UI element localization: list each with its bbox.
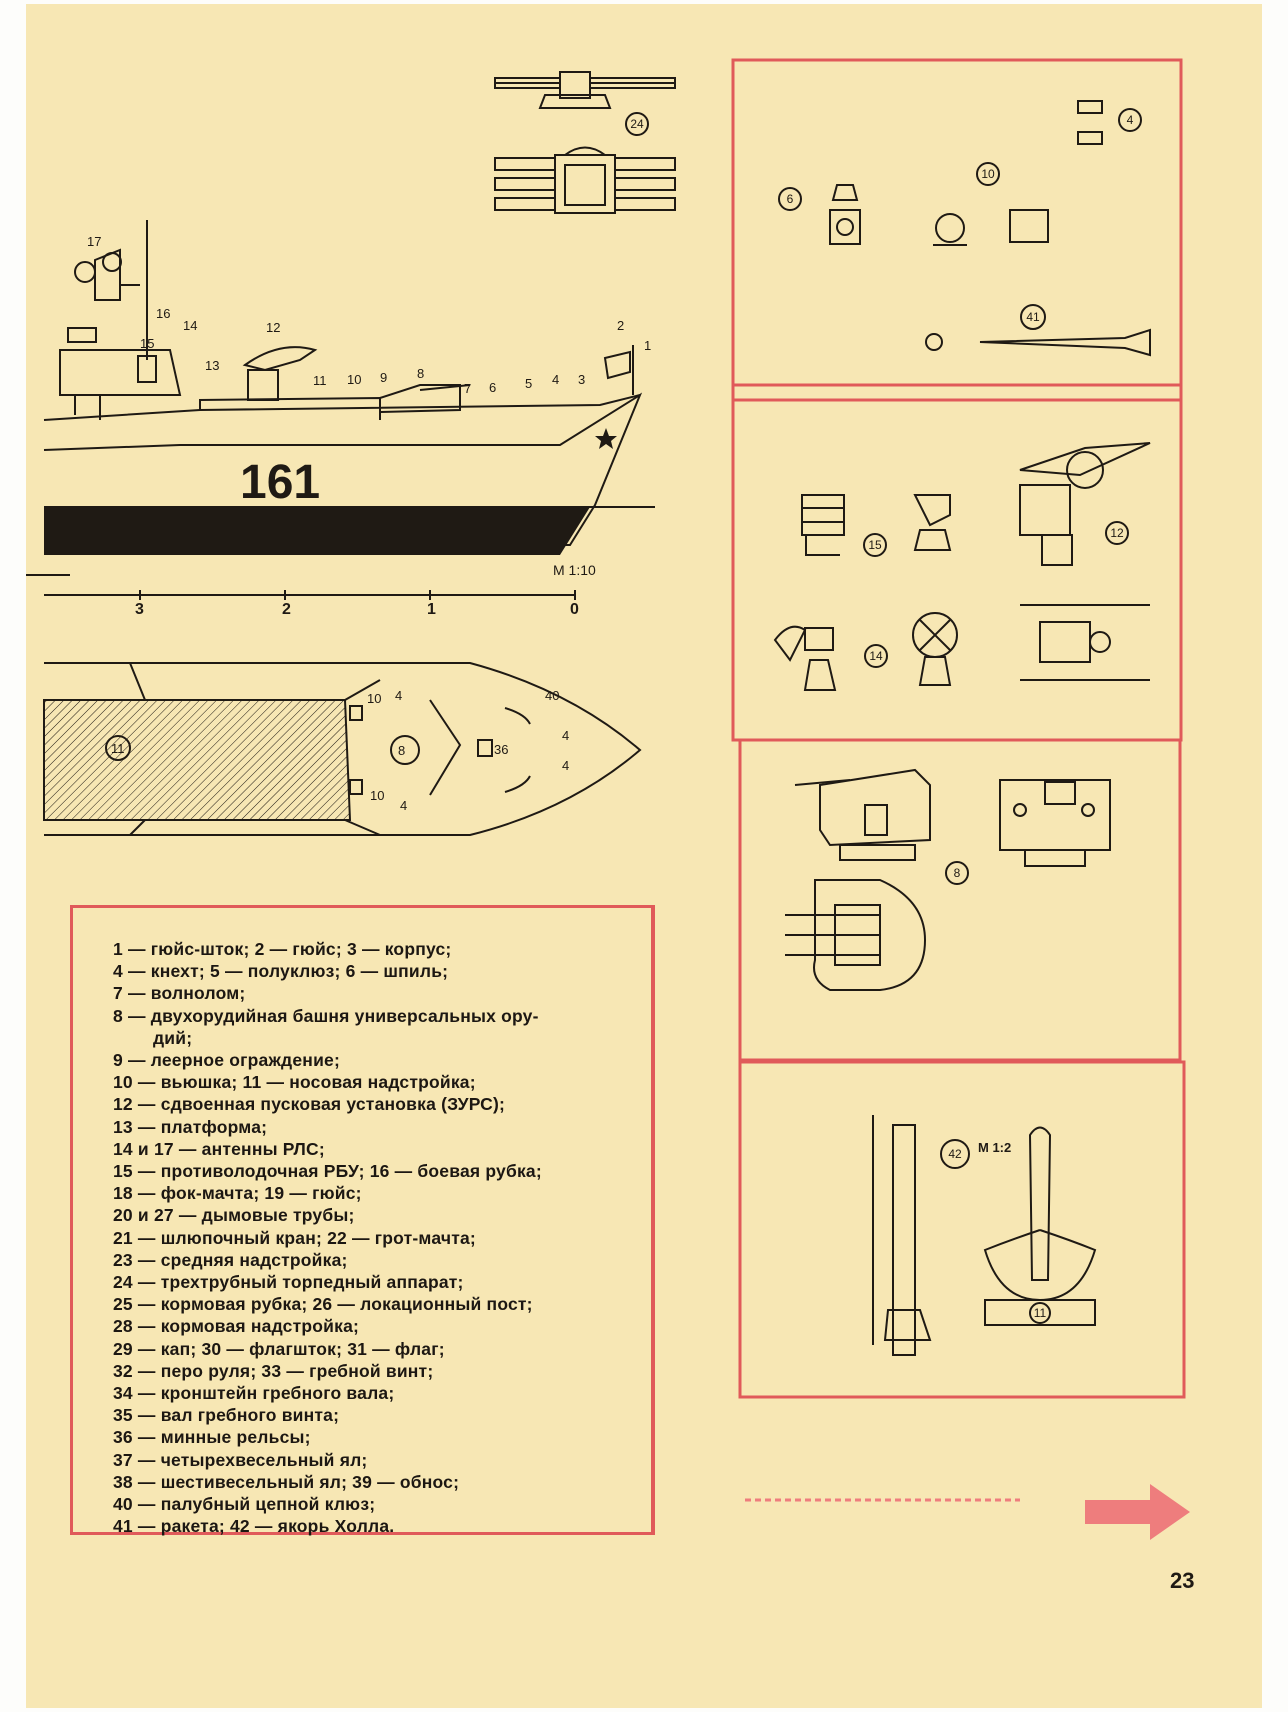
scale-tick-label: 3 <box>135 601 144 618</box>
detail-gun-turret <box>785 768 1111 991</box>
legend-item: 38 — шестивесельный ял; 39 — обнос; <box>113 1471 460 1492</box>
scale-tick-label: 1 <box>427 601 436 618</box>
legend-item: 41 — ракета; 42 — якорь Холла. <box>113 1516 395 1537</box>
callout: 10 <box>367 691 381 706</box>
legend-box: 1 — гюйс-шток; 2 — гюйс; 3 — корпус; 4 —… <box>70 905 655 1537</box>
callout: 1 <box>644 338 651 353</box>
callout: 5 <box>525 376 532 391</box>
legend-item: 13 — платформа; <box>113 1116 268 1137</box>
scale-tick-label: 0 <box>570 601 579 618</box>
legend-item: 35 — вал гребного винта; <box>113 1405 340 1426</box>
callout: 10 <box>370 788 384 803</box>
scale-tick-label: 2 <box>282 601 291 618</box>
legend-item: 18 — фок-мачта; 19 — гюйс; <box>113 1183 362 1204</box>
legend-item: 29 — кап; 30 — флагшток; 31 — флаг; <box>113 1338 445 1359</box>
callout: 40 <box>545 688 559 703</box>
callout: 4 <box>1127 113 1134 127</box>
callout: 7 <box>464 381 471 396</box>
detail-launcher <box>1019 442 1151 681</box>
legend-item: 9 — леерное ограждение; <box>113 1050 340 1071</box>
scale-label: М 1:10 <box>553 562 596 578</box>
detail-capstan <box>778 184 861 245</box>
torpedo-tube-plan-view <box>494 146 676 214</box>
legend-list: 1 — гюйс-шток; 2 — гюйс; 3 — корпус; 4 —… <box>73 908 651 1537</box>
legend-item: 4 — кнехт; 5 — полуклюз; 6 — шпиль; <box>113 961 449 982</box>
callout: 8 <box>398 743 405 758</box>
callout: 12 <box>1110 526 1124 540</box>
callout: 6 <box>787 192 794 206</box>
legend-item: 7 — волнолом; <box>113 983 246 1004</box>
callout: 11 <box>1034 1306 1047 1320</box>
callout: 15 <box>868 538 882 552</box>
detail-frame <box>731 58 1186 1399</box>
callout: 24 <box>630 117 644 131</box>
legend-item: 25 — кормовая рубка; 26 — локационный по… <box>113 1294 533 1315</box>
callout: 2 <box>617 318 624 333</box>
scale-bar <box>44 590 576 600</box>
legend-item: 12 — сдвоенная пусковая установка (ЗУРС)… <box>113 1094 506 1115</box>
ship-side-profile <box>26 220 655 576</box>
callout: 4 <box>400 798 407 813</box>
callout: 8 <box>417 366 424 381</box>
callout: 4 <box>562 728 569 743</box>
hull-number: 161 <box>240 456 320 509</box>
arrow-icon <box>1085 1484 1190 1540</box>
callout: 10 <box>347 372 361 387</box>
torpedo-tube-side-view <box>494 71 676 109</box>
callout: 14 <box>869 649 883 663</box>
legend-item: 28 — кормовая надстройка; <box>113 1316 360 1337</box>
legend-item: 34 — кронштейн гребного вала; <box>113 1383 395 1404</box>
callout: 6 <box>489 380 496 395</box>
detail-radar <box>773 612 958 691</box>
callout: 4 <box>395 688 402 703</box>
callout-24-circle <box>625 112 649 136</box>
legend-item: 32 — перо руля; 33 — гребной винт; <box>113 1360 434 1381</box>
legend-item: 37 — четырехвесельный ял; <box>113 1449 368 1470</box>
legend-item: 23 — средняя надстройка; <box>113 1249 348 1270</box>
callout: 14 <box>183 318 197 333</box>
callout: 16 <box>156 306 170 321</box>
callout: 3 <box>578 372 585 387</box>
callout: 8 <box>954 866 961 880</box>
callout: 9 <box>380 370 387 385</box>
detail-missile <box>925 304 1151 357</box>
callout: 17 <box>87 234 101 249</box>
callout: 12 <box>266 320 280 335</box>
callout: 42 <box>948 1147 962 1161</box>
legend-item: 36 — минные рельсы; <box>113 1427 311 1448</box>
legend-item: 20 и 27 — дымовые трубы; <box>113 1205 355 1226</box>
callout: 4 <box>562 758 569 773</box>
legend-item: 21 — шлюпочный кран; 22 — грот-мачта; <box>113 1227 476 1248</box>
magazine-page <box>26 4 1262 1708</box>
anchor-scale-label: М 1:2 <box>978 1140 1011 1155</box>
callout: 11 <box>111 741 125 756</box>
callout: 15 <box>140 336 154 351</box>
legend-item: 40 — палубный цепной клюз; <box>113 1494 376 1515</box>
detail-rbu <box>801 494 952 557</box>
detail-bollards <box>1077 100 1142 145</box>
legend-item: 10 — вьюшка; 11 — носовая надстройка; <box>113 1072 476 1093</box>
callout: 41 <box>1026 310 1040 324</box>
legend-item: дий; <box>153 1027 193 1048</box>
detail-anchor <box>872 1115 1097 1356</box>
legend-item: 24 — трехтрубный торпедный аппарат; <box>113 1272 464 1293</box>
legend-item: 14 и 17 — антенны РЛС; <box>113 1138 325 1159</box>
legend-item: 1 — гюйс-шток; 2 — гюйс; 3 — корпус; <box>113 939 452 959</box>
page-number: 23 <box>1170 1568 1195 1593</box>
callout: 36 <box>494 742 508 757</box>
callout: 4 <box>552 372 559 387</box>
callout: 10 <box>981 167 995 181</box>
callout: 13 <box>205 358 219 373</box>
callout: 11 <box>313 373 327 388</box>
legend-item: 15 — противолодочная РБУ; 16 — боевая ру… <box>113 1161 542 1182</box>
detail-reel <box>933 162 1049 246</box>
legend-item: 8 — двухорудийная башня универсальных ор… <box>113 1005 539 1026</box>
ship-plan-view <box>43 662 642 836</box>
